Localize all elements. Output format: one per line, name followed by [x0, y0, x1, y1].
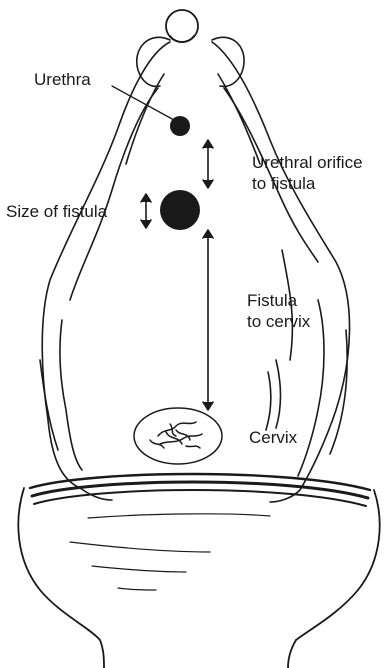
cervix: [134, 408, 222, 464]
label-urethra: Urethra: [34, 69, 91, 90]
label-cervix: Cervix: [249, 427, 297, 448]
fistula-to-cervix-arrow: [203, 230, 213, 410]
label-fistula-to-cervix: Fistula to cervix: [247, 290, 310, 332]
label-fistula-to-cervix-line-1: Fistula: [247, 290, 310, 311]
fistula: [160, 190, 200, 230]
label-urethral-orifice-to-fistula-line-1: Urethral orifice: [252, 152, 363, 173]
label-urethral-orifice-to-fistula-line-2: to fistula: [252, 173, 363, 194]
label-fistula-to-cervix-line-2: to cervix: [247, 311, 310, 332]
urethral-orifice-to-fistula-arrow: [203, 140, 213, 188]
label-urethral-orifice-to-fistula: Urethral orifice to fistula: [252, 152, 363, 194]
label-size-of-fistula: Size of fistula: [6, 201, 107, 222]
size-of-fistula-arrow: [141, 194, 151, 228]
speculum: [18, 474, 379, 668]
clitoris: [166, 10, 198, 42]
